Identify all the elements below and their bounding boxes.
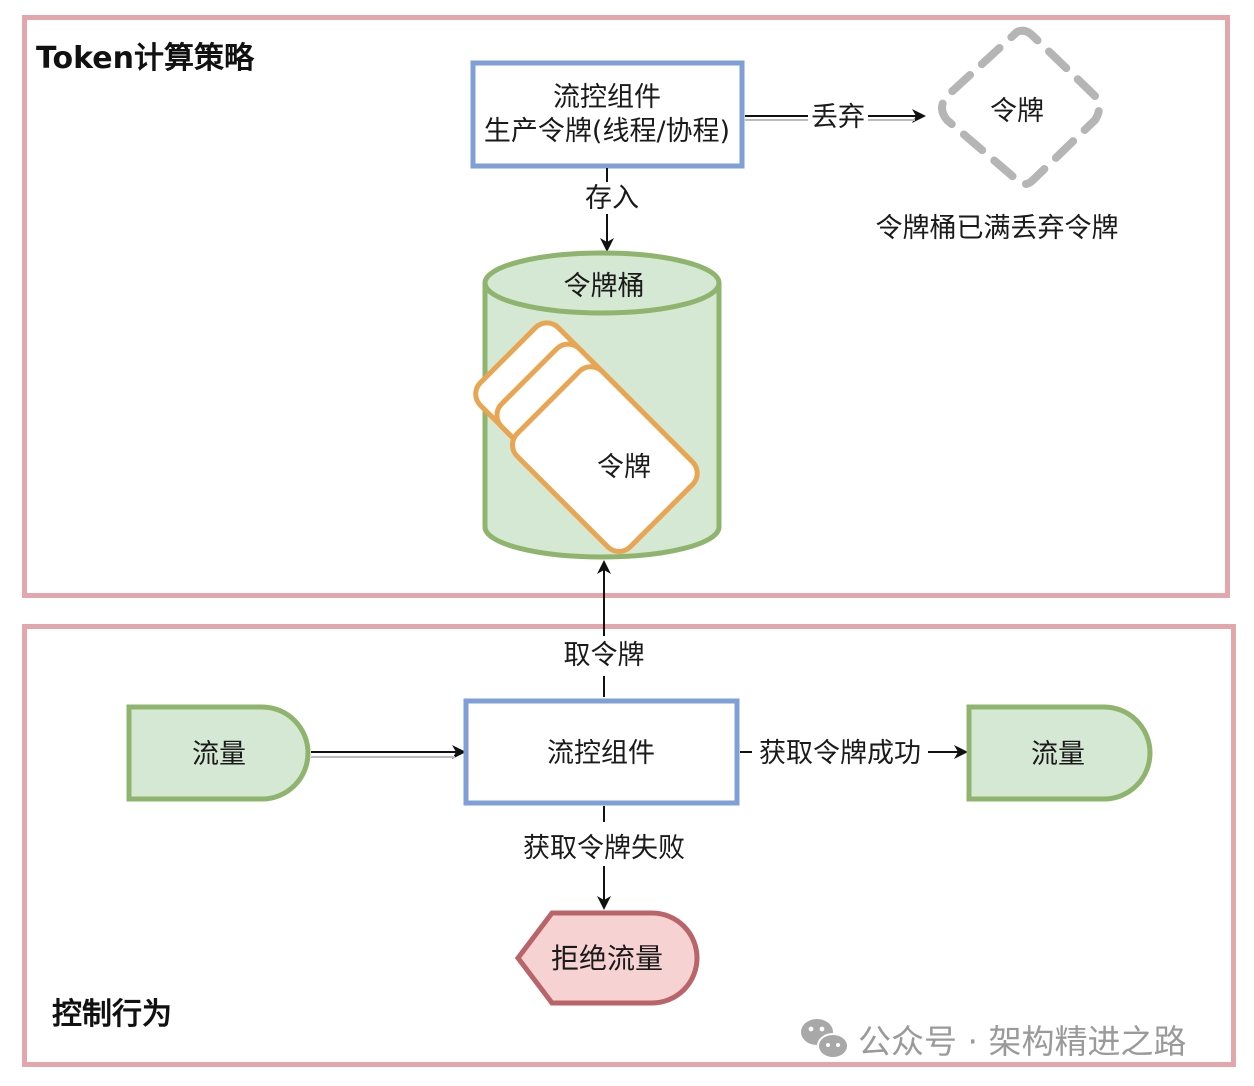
token-label: 令牌 — [597, 452, 651, 483]
discard-edge: 丢弃 — [745, 102, 926, 133]
store-edge: 存入 — [585, 168, 639, 252]
producer-label-line2: 生产令牌(线程/协程) — [484, 116, 730, 147]
success-edge-label: 获取令牌成功 — [759, 738, 921, 769]
top-panel-title: Token计算策略 — [36, 41, 255, 76]
discard-edge-label: 丢弃 — [811, 102, 865, 133]
discarded-token-node[interactable]: 令牌 — [938, 26, 1103, 188]
take-token-label: 取令牌 — [564, 640, 645, 671]
wechat-icon — [801, 1019, 849, 1059]
token-stack — [473, 320, 700, 554]
discarded-token-caption: 令牌桶已满丢弃令牌 — [876, 213, 1119, 244]
traffic-in-label: 流量 — [192, 739, 246, 770]
success-edge: 获取令牌成功 — [740, 738, 968, 769]
traffic-out-label: 流量 — [1031, 739, 1085, 770]
watermark-text: 公众号 · 架构精进之路 — [858, 1022, 1186, 1061]
watermark: 公众号 · 架构精进之路 — [801, 1019, 1186, 1061]
token-card — [509, 364, 700, 554]
fail-edge-label: 获取令牌失败 — [523, 833, 685, 864]
bottom-panel-title: 控制行为 — [52, 997, 172, 1032]
traffic-to-controller-edge — [311, 745, 466, 759]
producer-node[interactable]: 流控组件 生产令牌(线程/协程) — [470, 60, 745, 169]
bucket-label: 令牌桶 — [564, 271, 645, 302]
reject-traffic-label: 拒绝流量 — [551, 942, 663, 975]
store-edge-label: 存入 — [585, 183, 639, 214]
producer-label-line1: 流控组件 — [553, 82, 661, 113]
controller-node[interactable]: 流控组件 — [463, 698, 740, 806]
reject-traffic-node[interactable]: 拒绝流量 — [514, 910, 700, 1006]
discarded-token-label: 令牌 — [990, 96, 1044, 127]
token-bucket-node[interactable]: 令牌桶 令牌 — [462, 250, 722, 560]
traffic-in-node[interactable]: 流量 — [126, 704, 311, 802]
take-token-edge: 取令牌 — [564, 560, 645, 697]
controller-label: 流控组件 — [547, 738, 655, 769]
fail-edge: 获取令牌失败 — [523, 806, 685, 910]
traffic-out-node[interactable]: 流量 — [966, 704, 1153, 802]
